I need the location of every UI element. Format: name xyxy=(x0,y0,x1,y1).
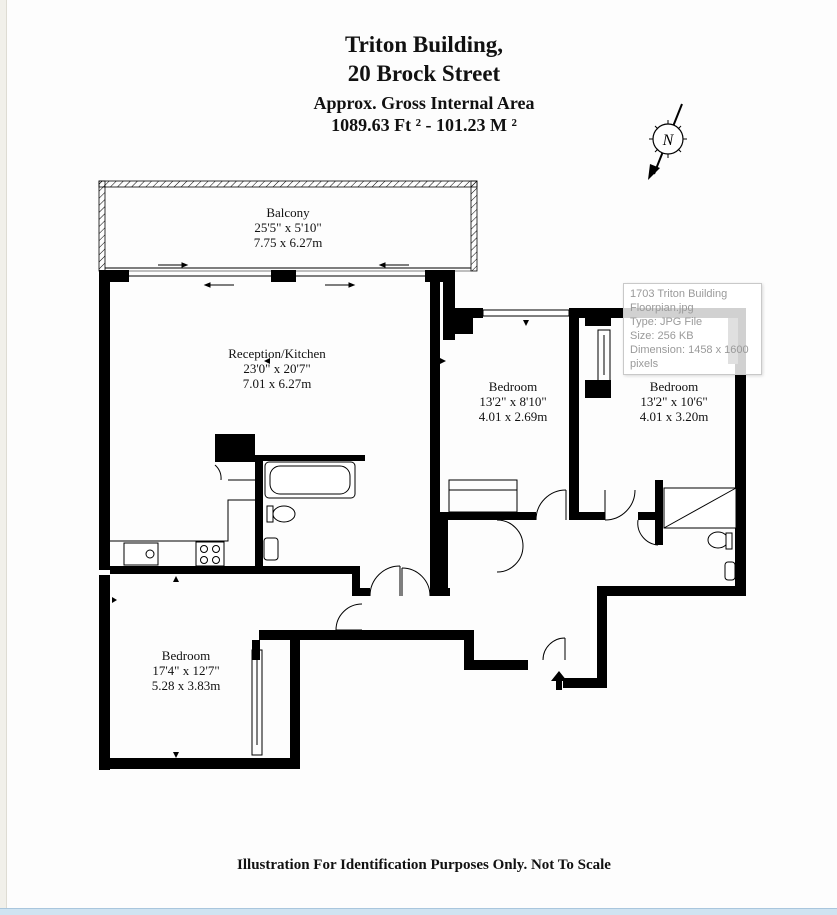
left-frame-edge xyxy=(0,0,7,915)
balcony-outline xyxy=(98,180,478,272)
sink-icon xyxy=(123,537,736,581)
room-name: Balcony xyxy=(266,205,310,220)
room-imperial: 25'5" x 5'10" xyxy=(254,220,322,235)
room-reception-kitchen: Reception/Kitchen 23'0" x 20'7" 7.01 x 6… xyxy=(197,346,357,391)
room-bedroom-right: Bedroom 13'2" x 10'6" 4.01 x 3.20m xyxy=(604,379,744,424)
tooltip-dimension: Dimension: 1458 x 1600 xyxy=(630,344,749,356)
building-name: Triton Building, xyxy=(344,32,504,57)
wardrobes xyxy=(251,329,611,756)
area-value: 1089.63 Ft ² - 101.23 M ² xyxy=(331,115,517,135)
room-imperial: 13'2" x 8'10" xyxy=(479,394,547,409)
doors xyxy=(214,464,659,661)
dimension-ticks xyxy=(112,320,529,758)
room-metric: 7.75 x 6.27m xyxy=(253,235,323,250)
shower-icon xyxy=(663,487,737,529)
tooltip-size: Size: 256 KB xyxy=(630,330,694,342)
room-imperial: 13'2" x 10'6" xyxy=(640,394,708,409)
tooltip-filename: Floorpian.jpg xyxy=(630,302,694,314)
room-name: Reception/Kitchen xyxy=(228,346,326,361)
disclaimer: Illustration For Identification Purposes… xyxy=(237,857,611,873)
room-name: Bedroom xyxy=(649,379,699,394)
room-imperial: 17'4" x 12'7" xyxy=(152,663,220,678)
compass-letter: N xyxy=(662,132,675,149)
tooltip-dimension-unit: pixels xyxy=(630,358,659,370)
toilet-icon xyxy=(266,505,733,550)
floorplan-header: Triton Building, 20 Brock Street Approx.… xyxy=(220,30,628,136)
room-name: Bedroom xyxy=(488,379,538,394)
room-balcony: Balcony 25'5" x 5'10" 7.75 x 6.27m xyxy=(208,205,368,250)
room-name: Bedroom xyxy=(161,648,211,663)
file-info-tooltip: 1703 Triton Building Floorpian.jpg Type:… xyxy=(623,283,762,375)
entrance-arrow-icon xyxy=(551,671,567,690)
tooltip-type: Type: JPG File xyxy=(630,316,703,328)
sliding-arrows xyxy=(158,262,409,288)
room-bedroom-middle: Bedroom 13'2" x 8'10" 4.01 x 2.69m xyxy=(443,379,583,424)
room-bedroom-left: Bedroom 17'4" x 12'7" 5.28 x 3.83m xyxy=(116,648,256,693)
kitchen-counter xyxy=(110,479,255,542)
area-label: Approx. Gross Internal Area xyxy=(313,93,535,113)
tooltip-title: 1703 Triton Building xyxy=(630,288,728,300)
bottom-frame-edge xyxy=(0,908,837,915)
room-metric: 7.01 x 6.27m xyxy=(242,376,312,391)
room-metric: 4.01 x 3.20m xyxy=(639,409,709,424)
room-metric: 4.01 x 2.69m xyxy=(478,409,548,424)
windows xyxy=(103,275,570,740)
bath-icon xyxy=(264,461,356,499)
room-imperial: 23'0" x 20'7" xyxy=(243,361,311,376)
compass-icon: N xyxy=(648,103,687,180)
hob-icon xyxy=(195,541,225,567)
room-metric: 5.28 x 3.83m xyxy=(151,678,221,693)
street-address: 20 Brock Street xyxy=(347,61,501,86)
walls xyxy=(99,270,746,770)
